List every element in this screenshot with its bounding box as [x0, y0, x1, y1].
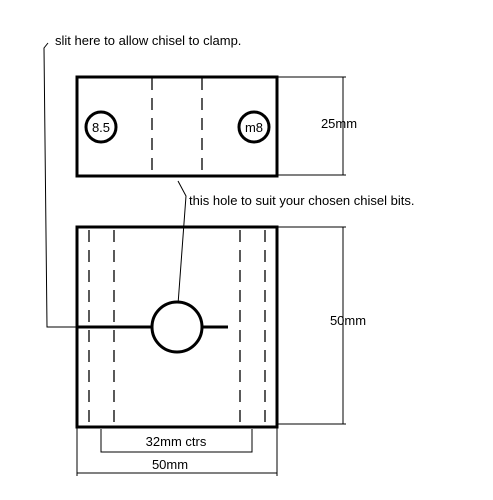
top-height-dim-label: 25mm — [321, 116, 357, 131]
centers-dim-label: 32mm ctrs — [146, 434, 207, 449]
front-height-dim-label: 50mm — [330, 313, 366, 328]
right-hole-label: m8 — [245, 120, 263, 135]
left-hole-label: 8.5 — [92, 120, 110, 135]
slit-annotation: slit here to allow chisel to clamp. — [43, 33, 241, 328]
slit-leader-line — [43, 42, 80, 328]
front-width-dim-label: 50mm — [152, 457, 188, 472]
hole-annotation: this hole to suit your chosen chisel bit… — [176, 180, 414, 319]
hole-leader-line — [176, 180, 187, 319]
centers-dim-line — [100, 429, 253, 453]
front-view: 50mm 32mm ctrs 50mm — [75, 225, 366, 476]
top-view-hole-left — [84, 110, 118, 144]
chisel-hole — [150, 300, 204, 354]
hole-note: this hole to suit your chosen chisel bit… — [189, 193, 414, 208]
slit-note: slit here to allow chisel to clamp. — [55, 33, 241, 48]
top-view-hole-right — [237, 110, 271, 144]
top-view: 8.5 m8 25mm — [75, 75, 357, 178]
front-view-block — [75, 225, 279, 429]
top-view-block — [75, 75, 279, 178]
